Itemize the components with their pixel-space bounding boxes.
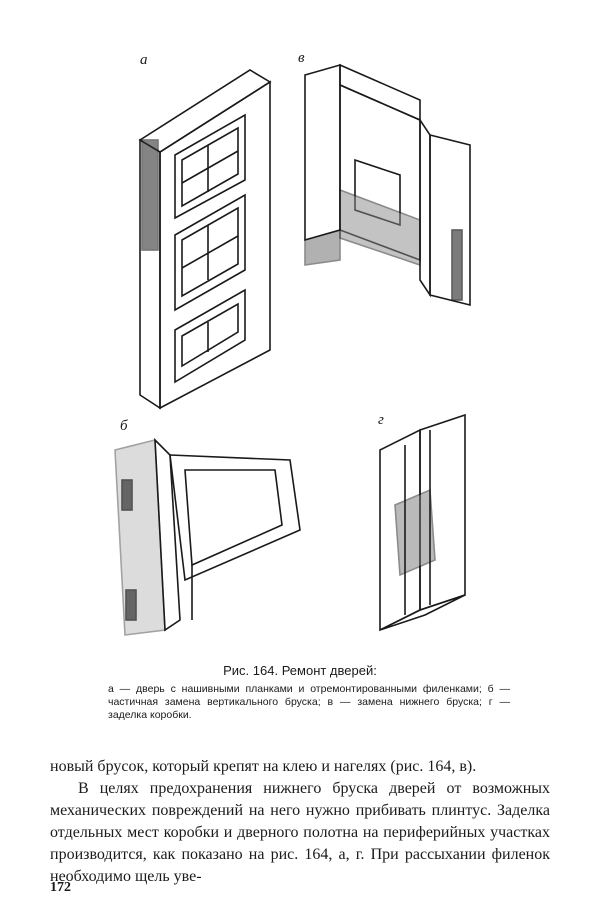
figure-a-door: [120, 60, 280, 420]
door-illustration: [138, 69, 272, 410]
figure-caption-title: Рис. 164. Ремонт дверей:: [223, 663, 377, 678]
figure-g-frame: [375, 410, 475, 640]
figure-v-bottom-rail: [300, 60, 490, 310]
figure-label-b: б: [120, 418, 128, 434]
figure-caption-text: а — дверь с нашивными планками и отремон…: [108, 683, 510, 721]
frame-illustration: [379, 413, 466, 632]
body-line: новый брусок, который крепят на клею и н…: [50, 758, 477, 775]
page-number: 172: [50, 880, 71, 895]
body-paragraph: В целях предохранения нижнего бруска две…: [50, 780, 550, 885]
body-text: новый брусок, который крепят на клею и н…: [50, 756, 550, 888]
figure-b-stile: [110, 430, 310, 640]
bottom-rail-illustration: [304, 63, 471, 307]
figure-label-a: а: [140, 52, 148, 68]
figure-label-v: в: [298, 50, 305, 66]
stile-illustration: [114, 437, 301, 636]
figure-label-g: г: [378, 412, 384, 428]
